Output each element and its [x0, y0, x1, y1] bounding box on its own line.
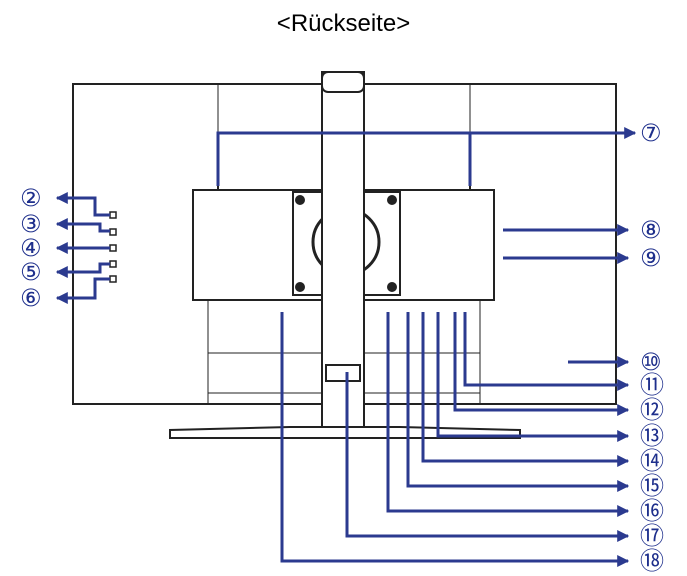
callout-4: ④ [20, 234, 42, 262]
vesa-screw-3 [295, 282, 305, 292]
callout-7: ⑦ [640, 119, 662, 147]
stand-base [169, 426, 521, 439]
callout-6: ⑥ [20, 284, 42, 312]
vesa-screw-2 [387, 195, 397, 205]
callout-15: ⑮ [640, 472, 664, 500]
callout-3: ③ [20, 210, 42, 238]
callout-16: ⑯ [640, 497, 664, 525]
monitor-body [72, 71, 617, 439]
callout-labels: ② ③ ④ ⑤ ⑥ ⑦ ⑧ ⑨ ⑩ ⑪ ⑫ ⑬ ⑭ ⑮ ⑯ ⑰ ⑱ [20, 119, 664, 575]
vesa-screw-1 [295, 195, 305, 205]
callout-13: ⑬ [640, 422, 664, 450]
callout-8: ⑧ [640, 216, 662, 244]
callout-10: ⑩ [640, 348, 662, 376]
callout-5: ⑤ [20, 258, 42, 286]
page-title: <Rückseite> [276, 10, 411, 37]
callout-11: ⑪ [640, 371, 664, 399]
callout-2: ② [20, 184, 42, 212]
vesa-screw-4 [387, 282, 397, 292]
callout-12: ⑫ [640, 396, 664, 424]
callout-9: ⑨ [640, 244, 662, 272]
callout-18: ⑱ [640, 547, 664, 575]
cable-holder [325, 364, 361, 382]
callout-17: ⑰ [640, 522, 664, 550]
left-buttons [109, 211, 117, 283]
callout-leaders [55, 127, 637, 567]
callout-14: ⑭ [640, 447, 664, 475]
